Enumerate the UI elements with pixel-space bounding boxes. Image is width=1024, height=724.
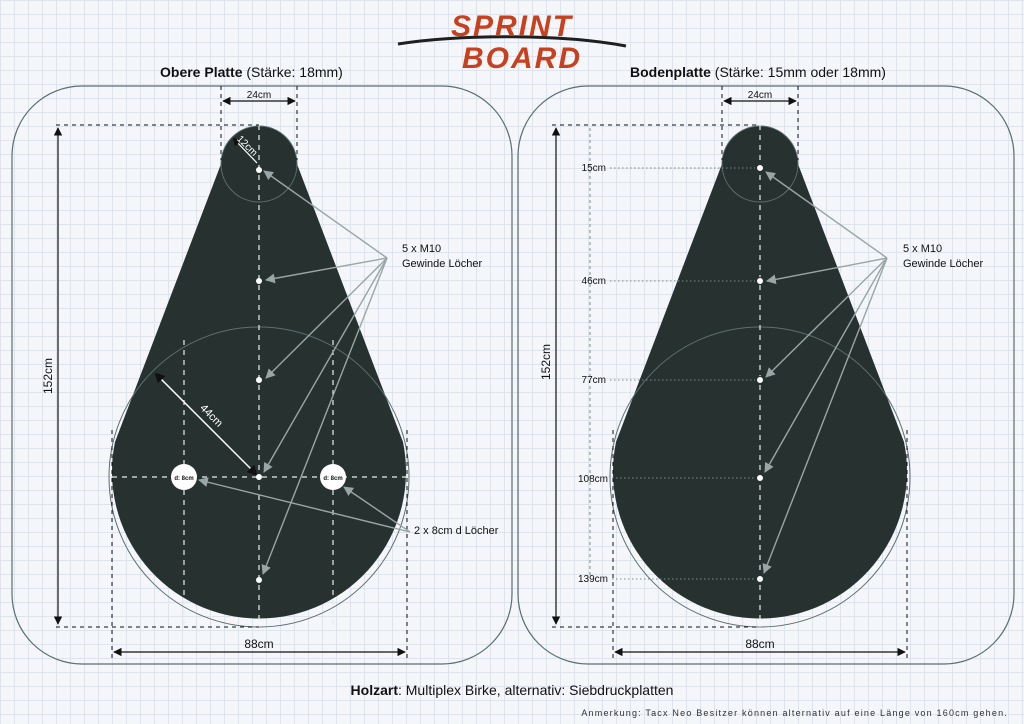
footer-note: Anmerkung: Tacx Neo Besitzer können alte… [581, 708, 1008, 718]
top-plate-dim-width-top: 24cm [247, 90, 271, 101]
position-label: 108cm [578, 474, 608, 485]
top-plate-title: Obere Platte (Stärke: 18mm) [160, 64, 343, 80]
bottom-plate-dim-width-top: 24cm [748, 90, 772, 101]
m10-hole [756, 164, 764, 172]
position-label: 15cm [582, 163, 606, 174]
bottom-plate-position-labels: 15cm 46cm 77cm 108cm 139cm [578, 163, 608, 585]
m10-hole [256, 278, 262, 284]
hole-diameter-label-right: d: 8cm [323, 476, 342, 482]
top-plate-8cm-hole-left [171, 464, 197, 490]
logo-line1: SPRINT [451, 10, 574, 43]
top-plate-callout-holes: 2 x 8cm d Löcher [414, 525, 499, 537]
bottom-plate-dim-width-bottom: 88cm [745, 637, 774, 651]
bottom-plate-position-leaders [610, 167, 755, 580]
bottom-plate-extension-lines [552, 86, 908, 660]
m10-hole [256, 577, 262, 583]
position-label: 46cm [582, 276, 606, 287]
top-plate-callout-m10-line1: 5 x M10 [402, 243, 441, 255]
top-plate-shape [111, 126, 406, 619]
logo-line2: BOARD [462, 42, 582, 72]
top-plate-dim-height: 152cm [41, 358, 55, 394]
m10-hole [256, 474, 262, 480]
m10-hole [256, 377, 262, 383]
top-plate-panel-frame [11, 85, 513, 665]
m10-hole [756, 376, 764, 384]
m10-hole [756, 575, 764, 583]
top-plate-dim-radius-large-line [154, 372, 258, 476]
top-plate-callout-arrows [198, 170, 411, 575]
hole-diameter-label-left: d: 8cm [174, 476, 193, 482]
position-label: 77cm [582, 375, 606, 386]
top-plate-8cm-hole-right [320, 464, 346, 490]
bottom-plate-callout-m10-line1: 5 x M10 [903, 243, 942, 255]
bottom-plate-panel-frame [517, 85, 1015, 665]
sprint-board-logo: SPRINT BOARD [397, 10, 627, 72]
position-label: 139cm [578, 574, 608, 585]
top-plate-callout-m10-line2: Gewinde Löcher [402, 258, 482, 270]
top-plate-m10-holes [256, 167, 262, 583]
logo-swoosh-icon [397, 35, 627, 48]
m10-hole [756, 474, 764, 482]
top-plate-dim-width-bottom: 88cm [244, 637, 273, 651]
bottom-plate-shape [612, 126, 907, 619]
wood-type-text: Holzart: Multiplex Birke, alternativ: Si… [350, 682, 674, 698]
bottom-plate-dim-height: 152cm [539, 344, 553, 380]
bottom-plate-title: Bodenplatte (Stärke: 15mm oder 18mm) [630, 64, 886, 80]
bottom-plate-callout-arrows [762, 171, 888, 574]
m10-hole [756, 277, 764, 285]
bottom-plate-m10-holes [756, 164, 764, 583]
top-plate-extension-lines [56, 86, 408, 660]
bottom-plate-callout-m10-line2: Gewinde Löcher [903, 258, 983, 270]
top-plate-dim-radius-small-line [232, 137, 258, 164]
m10-hole [256, 167, 262, 173]
